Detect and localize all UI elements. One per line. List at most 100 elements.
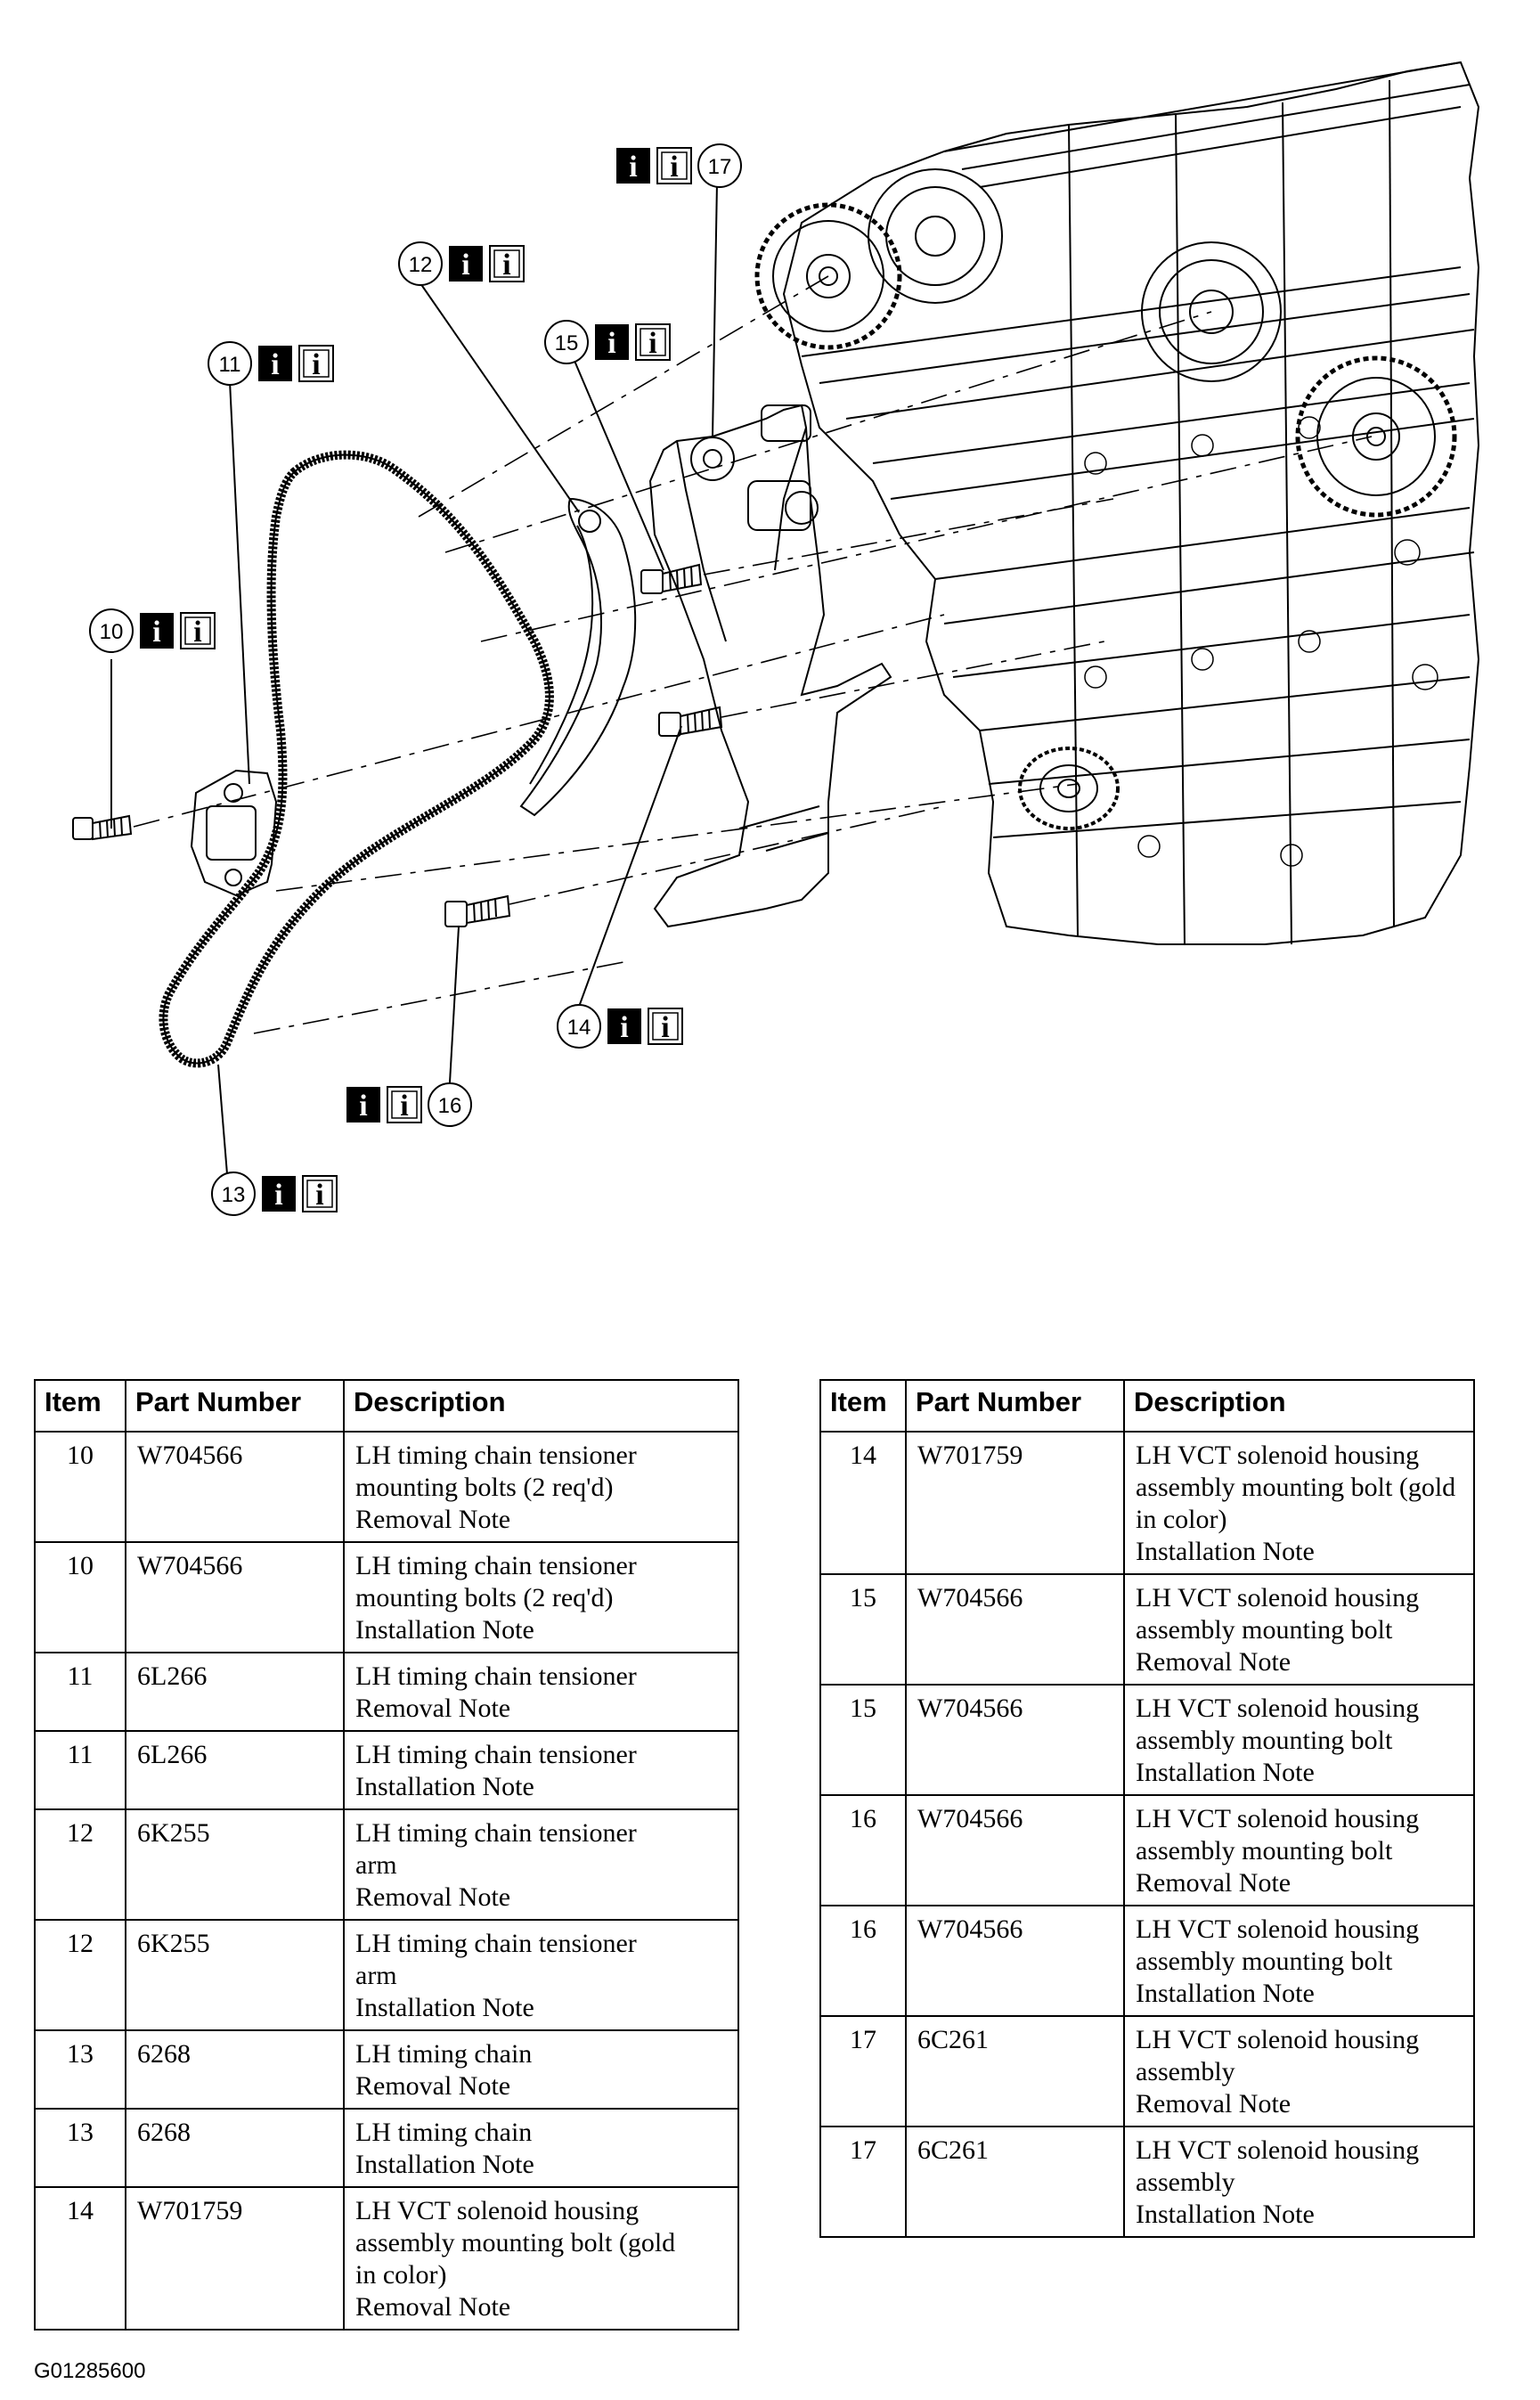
info-icon-light-glyph: i <box>312 348 320 381</box>
description-line: Installation Note <box>1136 1758 1315 1787</box>
part-number-cell: 6K255 <box>125 1808 345 1921</box>
description-line: Removal Note <box>355 1694 511 1723</box>
description-line: Removal Note <box>1136 2089 1291 2118</box>
description-line: mounting bolts (2 req'd) <box>355 1583 614 1612</box>
description-line: LH timing chain tensioner <box>355 1661 637 1691</box>
description-line: Installation Note <box>355 1615 534 1645</box>
bolt-item-15 <box>640 563 703 594</box>
description-line: LH VCT solenoid housing <box>355 2196 640 2225</box>
info-icon-dark <box>140 613 174 649</box>
part-number-cell: 6L266 <box>125 1652 345 1732</box>
leader-lines <box>110 182 718 1175</box>
description-line: assembly <box>1136 2167 1235 2197</box>
info-icon-light-glyph: i <box>193 616 201 649</box>
callout-number: 15 <box>555 331 579 355</box>
info-icon-light-glyph: i <box>661 1011 669 1044</box>
description-line: Removal Note <box>355 1882 511 1912</box>
vct-unit-lower <box>1295 355 1457 518</box>
info-icon-light-glyph: i <box>502 249 510 282</box>
chain-tensioner <box>190 769 278 897</box>
description-line: LH timing chain tensioner <box>355 1441 637 1470</box>
part-number-cell: W701759 <box>905 1431 1125 1575</box>
item-cell: 12 <box>34 1919 126 2031</box>
description-line: assembly mounting bolt <box>1136 1947 1393 1976</box>
description-line: Removal Note <box>355 2292 511 2322</box>
info-icon-light-frame <box>493 249 520 278</box>
info-icon-dark <box>262 1176 296 1212</box>
info-icon-light-frame <box>661 151 688 180</box>
item-cell: 14 <box>819 1431 907 1575</box>
description-line: LH VCT solenoid housing <box>1136 1804 1420 1833</box>
description-line: in color) <box>355 2260 447 2290</box>
part-number-cell: W704566 <box>905 1794 1125 1906</box>
part-number-cell: W704566 <box>125 1431 345 1543</box>
part-number-cell: 6268 <box>125 2029 345 2110</box>
exhaust-cam-sprocket <box>1141 241 1282 382</box>
description-line: in color) <box>1136 1505 1227 1534</box>
info-icon-light-glyph: i <box>315 1179 323 1212</box>
part-number-cell: 6K255 <box>125 1919 345 2031</box>
description-line: assembly mounting bolt <box>1136 1836 1393 1865</box>
info-icon-dark <box>616 148 650 184</box>
part-number-cell: 6C261 <box>905 2126 1125 2238</box>
item-cell: 15 <box>819 1573 907 1686</box>
callout-circle <box>89 608 134 653</box>
info-icon-dark-glyph: i <box>271 348 279 381</box>
callout-circle <box>544 320 589 364</box>
callout-circle <box>208 341 252 386</box>
info-icon-light-frame <box>640 328 666 356</box>
description-line: Removal Note <box>1136 1647 1291 1677</box>
info-icon-light-glyph: i <box>670 151 678 184</box>
callout-circle <box>398 241 443 286</box>
callout-number: 13 <box>222 1183 246 1207</box>
engine-block <box>782 61 1480 945</box>
bolt-item-14 <box>658 706 723 737</box>
column-header-part-number: Part Number <box>125 1379 345 1433</box>
info-icon-dark-glyph: i <box>359 1090 367 1122</box>
info-icon-light <box>489 245 525 282</box>
alignment-lines <box>133 275 1373 1034</box>
info-icon-light <box>387 1086 422 1123</box>
item-cell: 11 <box>34 1730 126 1810</box>
info-icon-light <box>635 323 671 361</box>
description-line: assembly mounting bolt (gold <box>355 2228 676 2257</box>
info-icon-light-glyph: i <box>648 327 656 360</box>
info-icon-light <box>648 1008 683 1045</box>
item-cell: 16 <box>819 1794 907 1906</box>
callout-circle <box>557 1004 601 1049</box>
callout-number: 12 <box>409 253 433 277</box>
info-icon-light-frame <box>184 616 211 645</box>
description-line: Installation Note <box>1136 1537 1315 1566</box>
info-icon-light-frame <box>391 1090 418 1119</box>
item-cell: 14 <box>34 2186 126 2331</box>
info-icon-light-frame <box>306 1180 333 1208</box>
part-number-cell: 6L266 <box>125 1730 345 1810</box>
info-icon-light <box>298 345 334 382</box>
crankshaft-sprocket <box>1018 747 1120 830</box>
